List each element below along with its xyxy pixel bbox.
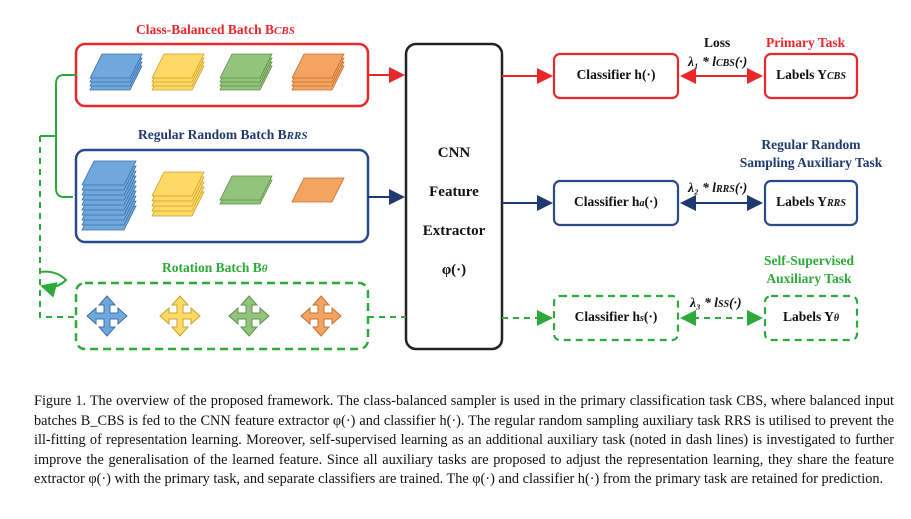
rrs-task-line2: Sampling Auxiliary Task: [739, 155, 883, 170]
rrs-batch-title: Regular Random Batch BRRS: [138, 127, 307, 143]
labels-rrs-box: [763, 179, 859, 227]
rrs-batch-title-text: Regular Random Batch B: [138, 127, 287, 142]
labels-theta-label: Labels Yθ: [765, 309, 857, 325]
loss3-tail: (·): [729, 295, 742, 310]
rotation-loop-arrow: [39, 270, 68, 298]
cbs-stack-green: [219, 53, 273, 91]
rotation-cross-green: [228, 295, 270, 337]
labels-cbs-label: Labels YCBS: [765, 67, 857, 83]
classifier-ha-label: Classifier ha(·): [554, 194, 678, 210]
sampler-bracket: [55, 74, 76, 198]
classifier-ha-box: [552, 179, 680, 227]
classifier-ha-sub: a: [639, 198, 645, 209]
labels-theta-sub: θ: [833, 313, 840, 324]
classifier-h-label: Classifier h(·): [554, 67, 678, 83]
loss2-text: λ₂ * l: [688, 180, 716, 195]
labels-rrs-label: Labels YRRS: [765, 194, 857, 210]
cnn-label: CNN Feature Extractor φ(·): [406, 134, 502, 290]
labels-cbs-box: [763, 52, 859, 100]
labels-rrs-text: Labels Y: [776, 194, 827, 209]
rotation-cross-yellow: [159, 295, 201, 337]
classifier-hs-text: Classifier h: [574, 309, 640, 324]
classifier-hs-tail: (·): [643, 309, 658, 324]
loss2-sub: RRS: [715, 184, 735, 195]
rotation-dashed-path: [39, 136, 76, 318]
primary-task-title: Primary Task: [766, 35, 845, 51]
labels-cbs-sub: CBS: [826, 71, 846, 82]
classifier-hs-box: [552, 294, 680, 342]
rrs-stack-orange: [291, 177, 345, 203]
rotation-batch-title-text: Rotation Batch B: [162, 260, 262, 275]
classifier-h-box: [552, 52, 680, 100]
rotation-cross-blue: [86, 295, 128, 337]
ss-task-line1: Self-Supervised: [763, 253, 854, 268]
rotation-cross-orange: [300, 295, 342, 337]
loss1-sub: CBS: [715, 58, 735, 69]
figure-caption-text: Figure 1. The overview of the proposed f…: [34, 393, 894, 488]
loss-title: Loss: [704, 35, 730, 51]
cbs-stack-yellow: [151, 53, 205, 91]
loss3-sub: SS: [717, 299, 730, 310]
rrs-stack-yellow: [151, 171, 205, 217]
cbs-batch-title-sub: CBS: [274, 25, 295, 37]
loss2-label: λ₂ * lRRS(·): [688, 180, 747, 196]
classifier-h-text: Classifier h(·): [576, 67, 656, 82]
diagram-svg: [39, 42, 859, 351]
cnn-label-line1: CNN: [437, 145, 471, 161]
rotation-batch-title: Rotation Batch Bθ: [162, 260, 267, 276]
labels-theta-box: [763, 294, 859, 342]
cbs-stack-blue: [89, 53, 143, 91]
cbs-batch-title-text: Class-Balanced Batch B: [136, 22, 275, 37]
labels-theta-text: Labels Y: [782, 309, 834, 324]
ss-task-title: Self-Supervised Auxiliary Task: [742, 252, 876, 288]
loss3-text: λ₃ * l: [690, 295, 718, 310]
rrs-stack-blue: [81, 160, 137, 231]
classifier-hs-label: Classifier hs(·): [554, 309, 678, 325]
cnn-label-line3: Extractor: [422, 223, 486, 239]
rrs-task-title: Regular Random Sampling Auxiliary Task: [728, 136, 894, 172]
classifier-hs-sub: s: [639, 313, 644, 324]
rotation-batch-title-sub: θ: [261, 263, 268, 275]
cnn-label-line4: φ(·): [441, 262, 467, 278]
figure-caption: Figure 1. The overview of the proposed f…: [34, 392, 894, 490]
classifier-ha-text: Classifier h: [574, 194, 640, 209]
labels-cbs-text: Labels Y: [776, 67, 827, 82]
loss2-tail: (·): [734, 180, 748, 195]
rrs-task-line1: Regular Random: [761, 137, 861, 152]
loss3-label: λ₃ * lSS(·): [690, 295, 741, 311]
loss1-tail: (·): [734, 54, 748, 69]
loss1-label: λ₁ * lCBS(·): [688, 54, 747, 70]
ss-task-line2: Auxiliary Task: [766, 271, 852, 286]
rrs-stack-green: [219, 175, 273, 205]
loss1-text: λ₁ * l: [688, 54, 716, 69]
framework-diagram: Class-Balanced Batch BCBS Regular Random…: [39, 22, 894, 351]
cbs-stack-orange: [291, 53, 345, 91]
loss-title-text: Loss: [704, 35, 731, 50]
cnn-label-line2: Feature: [429, 184, 479, 200]
cnn-box: [404, 42, 504, 351]
classifier-ha-tail: (·): [644, 194, 658, 209]
cbs-batch-title: Class-Balanced Batch BCBS: [136, 22, 295, 38]
primary-task-text: Primary Task: [766, 35, 846, 50]
labels-rrs-sub: RRS: [826, 198, 846, 209]
rrs-batch-title-sub: RRS: [286, 130, 308, 142]
